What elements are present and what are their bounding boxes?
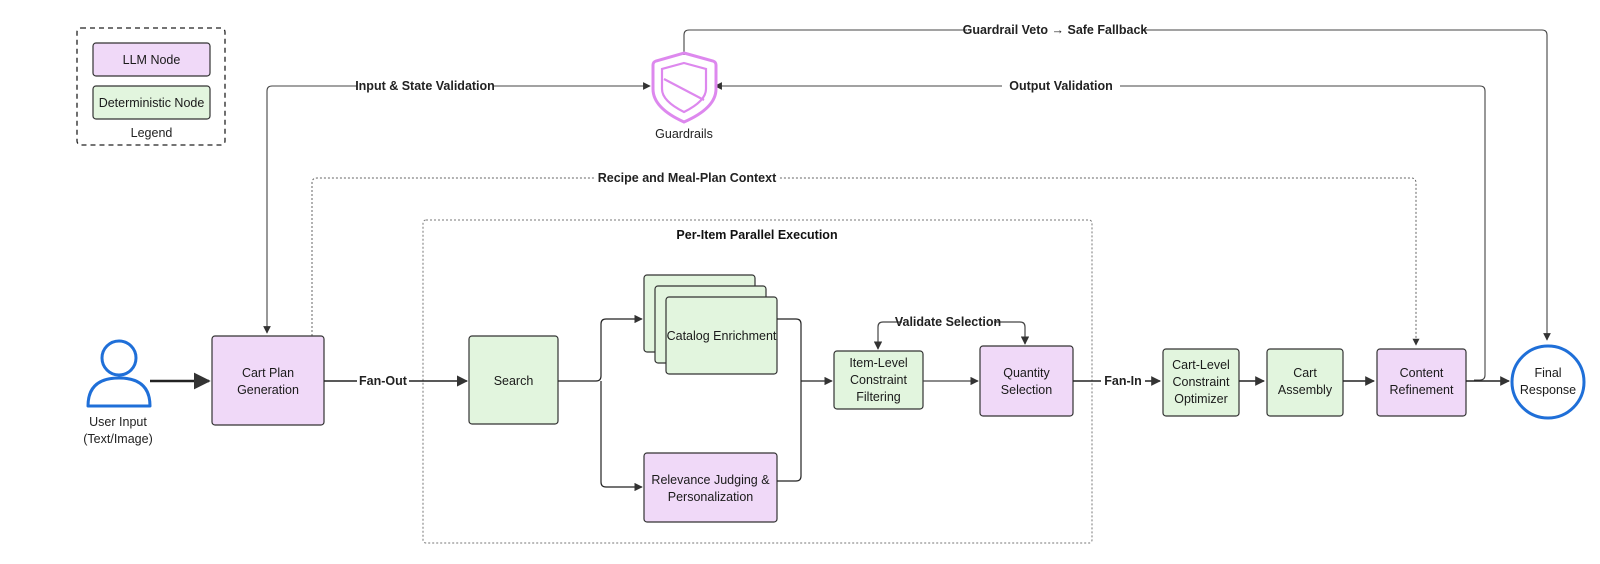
node-catalog-enrichment: Catalog Enrichment [643,274,778,375]
fan-in-label-bg [1101,372,1145,390]
cart-assembly-sublabel: Assembly [1278,383,1333,397]
parallel-execution-group [422,219,1093,544]
cart-optimizer-line3: Optimizer [1174,392,1227,406]
legend-border [76,27,226,146]
validate-selection-label-bg [902,314,994,330]
catalog-stack-front [665,296,778,375]
input-validation-label: Input & State Validation [355,79,495,93]
shield-icon [651,51,718,124]
output-validation-label-bg [1002,77,1120,95]
legend-deterministic-label: Deterministic Node [99,96,205,110]
node-item-level-filtering: Item-Level Constraint Filtering [833,350,924,410]
relevance-judging-sublabel: Personalization [668,490,754,504]
quantity-selection-sublabel: Selection [1001,383,1052,397]
output-validation-edge [714,82,1486,381]
content-refinement-label: Content [1400,366,1444,380]
recipe-context-edge [311,177,1420,346]
node-cart-plan-generation: Cart Plan Generation [211,335,325,426]
cart-plan-sublabel: Generation [237,383,299,397]
search-to-catalog-edge [558,314,643,382]
guardrail-veto-label: Guardrail Veto → Safe Fallback [963,23,1148,37]
node-relevance-judging: Relevance Judging & Personalization [643,452,778,523]
validate-selection-label: Validate Selection [895,315,1001,329]
legend-deterministic-swatch [92,85,211,120]
recipe-context-label-bg [595,169,779,187]
item-filter-line3: Filtering [856,390,901,404]
person-icon [86,339,152,408]
legend-llm-label: LLM Node [123,53,181,67]
input-validation-edge [263,82,651,334]
cart-assembly-label: Cart [1293,366,1317,380]
user-input-sublabel: (Text/Image) [83,432,152,446]
item-filter-line1: Item-Level [849,356,907,370]
content-refinement-sublabel: Refinement [1390,383,1454,397]
search-label: Search [494,374,534,388]
guardrail-veto-label-bg [967,21,1143,39]
input-validation-label-bg [357,77,493,95]
cart-plan-label: Cart Plan [242,366,294,380]
fan-out-label-bg [357,372,409,390]
cart-optimizer-line1: Cart-Level [1172,358,1230,372]
node-cart-assembly: Cart Assembly [1266,348,1344,417]
search-to-relevance-edge [600,381,643,492]
final-response-label: Final [1534,366,1561,380]
catalog-enrichment-label: Catalog Enrichment [667,329,777,343]
node-quantity-selection: Quantity Selection [979,345,1074,417]
user-input-label: User Input [89,415,147,429]
parallel-group-title: Per-Item Parallel Execution [676,228,837,242]
fan-out-label: Fan-Out [359,374,408,388]
node-search: Search [468,335,559,425]
fan-in-label: Fan-In [1104,374,1142,388]
quantity-selection-label: Quantity [1003,366,1050,380]
output-validation-label: Output Validation [1009,79,1112,93]
legend-llm-swatch [92,42,211,77]
item-filter-line2: Constraint [850,373,907,387]
node-final-response: Final Response [1510,344,1586,420]
final-response-sublabel: Response [1520,383,1576,397]
node-cart-level-optimizer: Cart-Level Constraint Optimizer [1162,348,1240,417]
guardrail-veto-edge [683,29,1551,341]
legend-title: Legend [131,126,173,140]
cart-optimizer-line2: Constraint [1173,375,1230,389]
relevance-judging-label: Relevance Judging & [651,473,770,487]
recipe-context-label: Recipe and Meal-Plan Context [598,171,777,185]
node-content-refinement: Content Refinement [1376,348,1467,417]
legend: LLM Node Deterministic Node Legend [76,27,226,146]
guardrails-label: Guardrails [655,127,713,141]
merge-bracket [777,318,802,482]
